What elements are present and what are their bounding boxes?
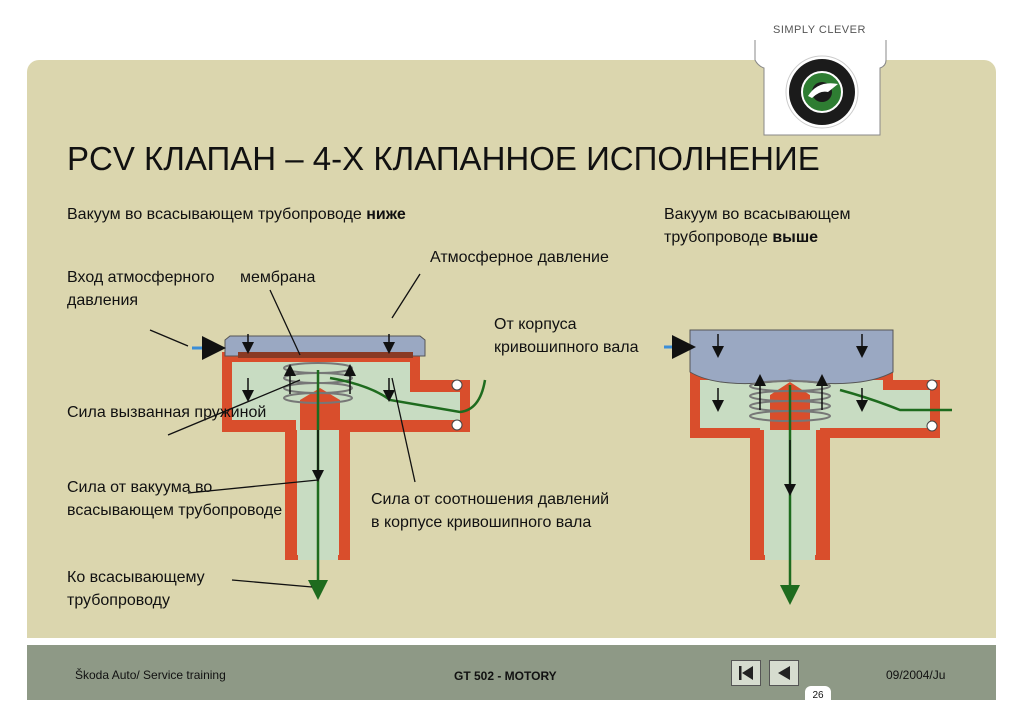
label-to-intake-line2: трубопроводу <box>67 592 170 609</box>
label-membrane: мембрана <box>240 269 316 286</box>
footer-center-text: GT 502 - MOTORY <box>454 669 557 683</box>
label-atmos-pressure: Атмосферное давление <box>430 249 609 266</box>
page-title: PCV КЛАПАН – 4-Х КЛАПАННОЕ ИСПОЛНЕНИЕ <box>67 140 820 177</box>
right-heading-line2: трубопроводе выше <box>664 226 851 249</box>
label-ratio-force: Сила от соотношения давлений в корпусе к… <box>371 488 609 534</box>
left-leader-lines <box>149 273 421 588</box>
brand-tab <box>754 40 887 136</box>
brand-tagline: SIMPLY CLEVER <box>773 24 866 36</box>
label-vacuum-force-line2: всасывающем трубопроводе <box>67 502 283 519</box>
label-atmos-inlet-line1: Вход атмосферного <box>67 269 215 286</box>
label-atmos-inlet-line2: давления <box>67 292 139 309</box>
label-ratio-force-line2: в корпусе кривошипного вала <box>371 514 592 531</box>
left-heading-bold: ниже <box>366 206 406 223</box>
left-valve <box>192 334 487 600</box>
footer-right-text: 09/2004/Ju <box>886 668 946 682</box>
footer-left-text: Škoda Auto/ Service training <box>75 668 226 682</box>
label-spring-force: Сила вызванная пружиной <box>67 404 267 421</box>
skip-back-icon <box>739 666 753 680</box>
label-crankcase-source: От корпуса кривошипного вала <box>494 313 639 359</box>
label-ratio-force-line1: Сила от соотношения давлений <box>371 491 610 508</box>
label-atmos-inlet: Вход атмосферного давления <box>67 266 215 312</box>
right-heading-bold: выше <box>772 229 819 246</box>
footer-bar <box>27 645 996 700</box>
label-to-intake: Ко всасывающему трубопроводу <box>67 566 205 612</box>
triangle-left-icon <box>778 666 790 680</box>
label-vacuum-force: Сила от вакуума во всасывающем трубопров… <box>67 476 282 522</box>
previous-slide-button[interactable] <box>769 660 799 686</box>
right-heading-line2-text: трубопроводе <box>664 229 768 246</box>
left-diagram-heading: Вакуум во всасывающем трубопроводе ниже <box>67 203 406 226</box>
label-crankcase-line1: От корпуса <box>494 316 577 333</box>
skoda-logo-icon <box>785 55 859 129</box>
label-vacuum-force-line1: Сила от вакуума во <box>67 479 213 496</box>
page-number: 26 <box>805 686 831 706</box>
left-heading-text: Вакуум во всасывающем трубопроводе <box>67 206 362 223</box>
right-valve <box>664 329 952 605</box>
label-crankcase-line2: кривошипного вала <box>494 339 639 356</box>
right-diagram-heading: Вакуум во всасывающем трубопроводе выше <box>664 203 851 249</box>
first-slide-button[interactable] <box>731 660 761 686</box>
right-heading-line1: Вакуум во всасывающем <box>664 206 851 223</box>
label-to-intake-line1: Ко всасывающему <box>67 569 205 586</box>
